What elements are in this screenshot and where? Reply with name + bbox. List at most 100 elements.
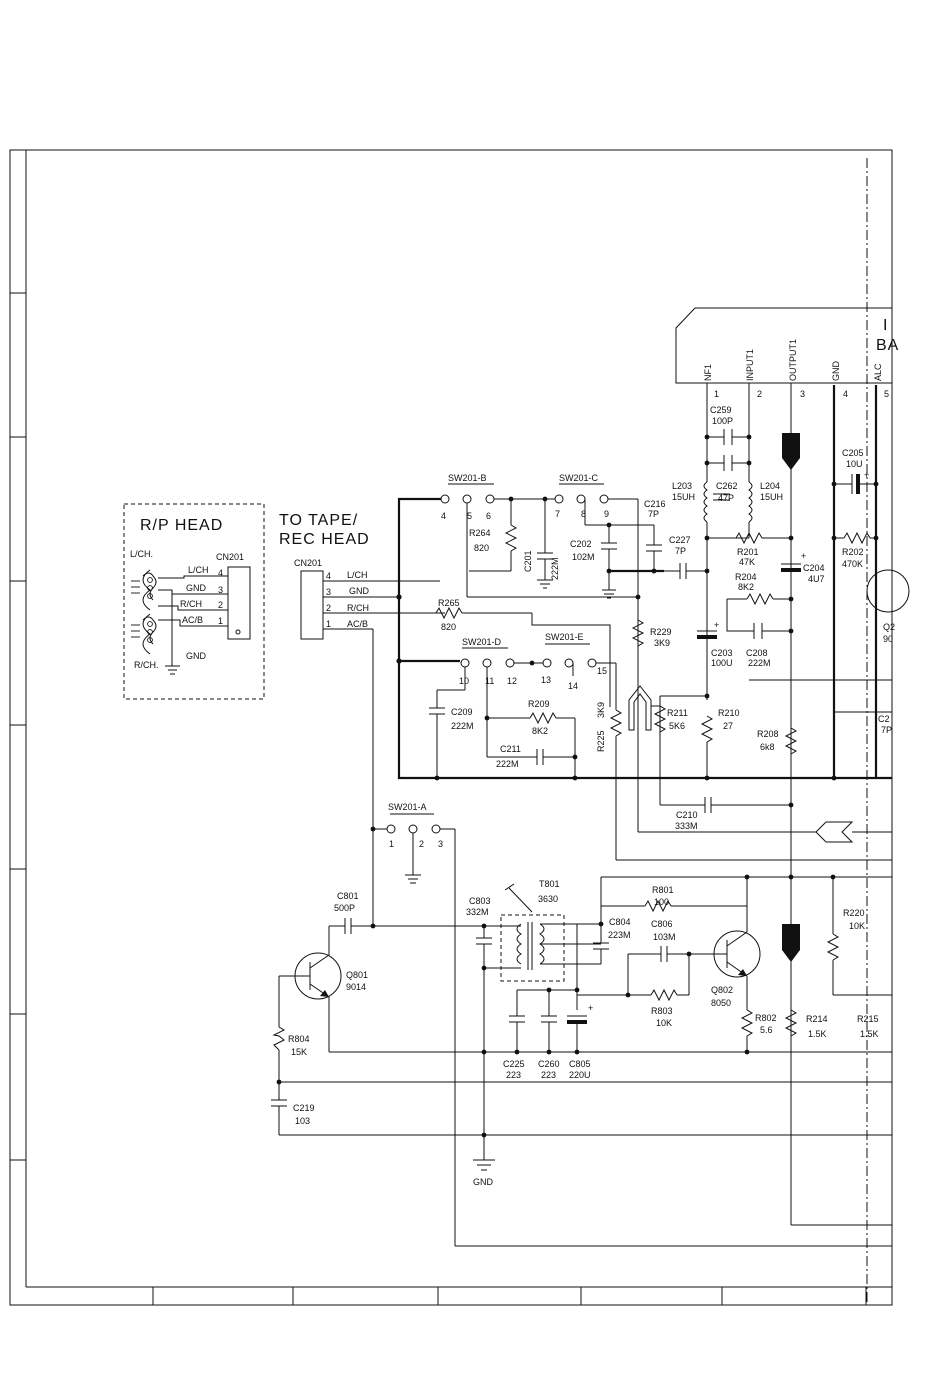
r265-area: R265 820 <box>435 598 611 707</box>
c211-ref: C211 <box>500 744 521 754</box>
r204-ref: R204 <box>735 572 757 582</box>
c205-plus: + <box>864 470 869 480</box>
l204-value: 15UH <box>760 492 783 502</box>
r801-ref: R801 <box>652 885 674 895</box>
rec-pin-2: 2 <box>326 603 331 613</box>
r802-value: 5.6 <box>760 1025 773 1035</box>
c801-value: 500P <box>334 903 355 913</box>
r264-value: 820 <box>474 543 489 553</box>
r211-ref: R211 <box>667 708 688 718</box>
c204-plus: + <box>801 551 806 561</box>
switch-sw201-d[interactable]: SW201-D 10 11 12 <box>459 637 517 686</box>
ic-pin-alc: ALC <box>873 363 883 381</box>
head-pin-label-lch: L/CH <box>188 565 209 575</box>
c203-plus: + <box>714 620 719 630</box>
q802-value: 8050 <box>711 998 731 1008</box>
c259-ref: C259 <box>710 405 732 415</box>
c203-value: 100U <box>711 658 733 668</box>
c211-value: 222M <box>496 759 519 769</box>
t801-value: 3630 <box>538 894 558 904</box>
rp-head-title: R/P HEAD <box>140 517 223 534</box>
c2x-ref-fragment: C2 <box>878 714 890 724</box>
r803-value: 10K <box>656 1018 672 1028</box>
c210-value: 333M <box>675 821 698 831</box>
rec-label-lch: L/CH <box>347 570 368 580</box>
left-channel-label: L/CH. <box>130 549 153 559</box>
q2-value-fragment: 90 <box>883 634 893 644</box>
c208-value: 222M <box>748 658 771 668</box>
switch-a-wiring <box>370 826 892 1247</box>
l203-ref: L203 <box>672 481 692 491</box>
c219-ref: C219 <box>293 1103 315 1113</box>
ic-pin-num-3: 3 <box>800 389 805 399</box>
c203-area: + C203 100U <box>697 620 733 699</box>
head-pin-label-rch: R/CH <box>180 599 202 609</box>
r265-ref: R265 <box>438 598 460 608</box>
sw201c-pin-7: 7 <box>555 509 560 519</box>
head-pin-label-gnd: GND <box>186 583 207 593</box>
rec-label-gnd: GND <box>349 586 370 596</box>
sw201d-pin-10: 10 <box>459 676 469 686</box>
c803-ref: C803 <box>469 896 491 906</box>
q2-ref-fragment: Q2 <box>883 622 895 632</box>
switch-sw201-c[interactable]: SW201-C 7 8 9 <box>554 473 609 519</box>
c209-ref: C209 <box>451 707 473 717</box>
output-path <box>782 383 892 1226</box>
r803-ref: R803 <box>651 1006 673 1016</box>
c204-ref: C204 <box>803 563 825 573</box>
rec-label-rch: R/CH <box>347 603 369 613</box>
tape-head-coil-upper <box>131 569 157 611</box>
t801-transformer <box>500 914 565 982</box>
r209-value: 8K2 <box>532 726 548 736</box>
r220-ref: R220 <box>843 908 865 918</box>
sw201a-pin-2: 2 <box>419 839 424 849</box>
head-pin-2: 2 <box>218 600 223 610</box>
c804-ref: C804 <box>609 917 631 927</box>
ic-pin-num-4: 4 <box>843 389 848 399</box>
c201-value: 222M <box>550 557 560 580</box>
c225-ref: C225 <box>503 1059 525 1069</box>
q802-transistor <box>713 930 761 978</box>
ic-block: BA I NF1 INPUT1 OUTPUT1 GND ALC 1 2 3 4 … <box>675 307 898 399</box>
input-connector-arrow <box>815 821 854 843</box>
sw201b-ref: SW201-B <box>448 473 487 483</box>
output-arrow-lower <box>782 924 800 962</box>
c805-value: 220U <box>569 1070 591 1080</box>
r229-ref: R229 <box>650 627 672 637</box>
r804-ref: R804 <box>288 1034 310 1044</box>
r225-value: 3K9 <box>596 702 606 718</box>
r215-ref: R215 <box>857 1014 879 1024</box>
r209-ref: R209 <box>528 699 550 709</box>
r210-ref: R210 <box>718 708 740 718</box>
q802-ref: Q802 <box>711 985 733 995</box>
sw201d-pin-12: 12 <box>507 676 517 686</box>
switch-sw201-a[interactable]: SW201-A 1 2 3 <box>386 802 443 849</box>
r208-value: 6k8 <box>760 742 775 752</box>
r201-value: 47K <box>739 557 755 567</box>
head-pin-1: 1 <box>218 616 223 626</box>
ic-pin-num-2: 2 <box>757 389 762 399</box>
c803-value: 332M <box>466 907 489 917</box>
c801-ref: C801 <box>337 891 359 901</box>
sw201e-pin-13: 13 <box>541 675 551 685</box>
c205-ref: C205 <box>842 448 864 458</box>
alc-network: C205 10U + R202 470K Q2 90 <box>831 448 910 644</box>
l204-ref: L204 <box>760 481 780 491</box>
rec-label-acb: AC/B <box>347 619 368 629</box>
r265-value: 820 <box>441 622 456 632</box>
r225-ref: R225 <box>596 730 606 752</box>
c202-value: 102M <box>572 552 595 562</box>
l203-value: 15UH <box>672 492 695 502</box>
sw201d-ref: SW201-D <box>462 637 502 647</box>
c209-value: 222M <box>451 721 474 731</box>
switch-sw201-b[interactable]: SW201-B 4 5 6 <box>440 473 495 521</box>
drawing-frame <box>9 149 893 1306</box>
bias-oscillator: C801 500P Q801 9014 R804 15K C219 103 <box>271 874 892 1187</box>
head-pin-4: 4 <box>218 568 223 578</box>
head-pin-label-acb: AC/B <box>182 615 203 625</box>
rp-head-block: R/P HEAD L/CH. CN201 <box>123 503 265 700</box>
sw201c-pin-9: 9 <box>604 509 609 519</box>
switch-sw201-e[interactable]: SW201-E 13 14 15 <box>541 632 607 691</box>
r210-value: 27 <box>723 721 733 731</box>
c210-ref: C210 <box>676 810 698 820</box>
